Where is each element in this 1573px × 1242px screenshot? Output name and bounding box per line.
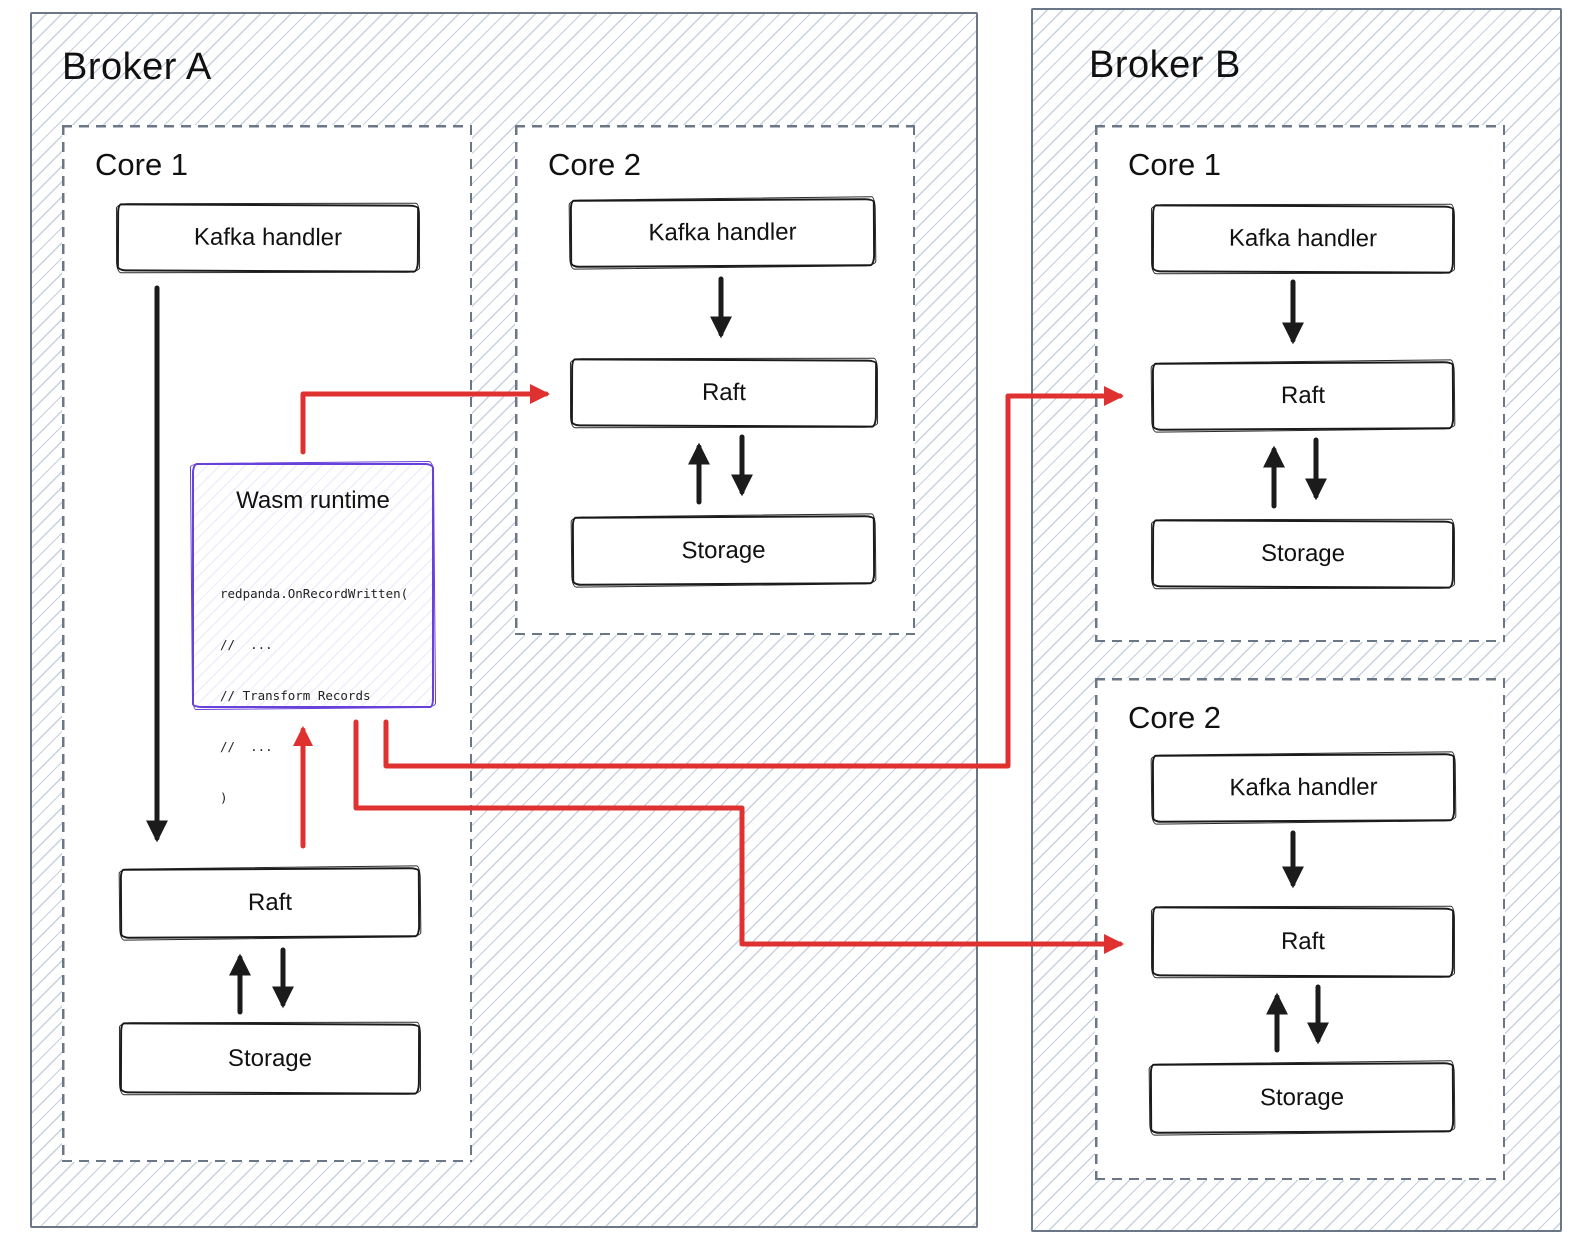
broker-a-core-1-frame: Core 1 Kafka handler Wasm runtime redpan… xyxy=(62,125,472,1162)
wasm-runtime-title: Wasm runtime xyxy=(236,487,390,514)
raft-box: Raft xyxy=(1151,906,1455,978)
storage-box: Storage xyxy=(571,515,876,586)
storage-label: Storage xyxy=(681,536,766,564)
broker-a-core-2-frame: Core 2 Kafka handler Raft Storage xyxy=(515,125,915,635)
core-title: Core 1 xyxy=(1128,147,1222,182)
wasm-code-block: redpanda.OnRecordWritten( // ... // Tran… xyxy=(220,551,408,840)
raft-label: Raft xyxy=(701,378,747,407)
storage-label: Storage xyxy=(1260,539,1346,568)
kafka-handler-box: Kafka handler xyxy=(1151,753,1456,823)
wasm-code-line: redpanda.OnRecordWritten( xyxy=(220,586,409,601)
raft-box: Raft xyxy=(119,867,421,939)
storage-label: Storage xyxy=(227,1044,313,1072)
wasm-code-line: // ... xyxy=(220,637,273,652)
kafka-handler-label: Kafka handler xyxy=(1229,773,1378,802)
wasm-code-line: // ... xyxy=(220,739,273,754)
raft-box: Raft xyxy=(570,358,878,428)
core-title: Core 2 xyxy=(1128,700,1222,735)
raft-label: Raft xyxy=(247,888,293,917)
raft-label: Raft xyxy=(1280,927,1326,956)
broker-a-frame: Broker A Core 1 Kafka handler Wasm runti… xyxy=(30,12,978,1228)
storage-box: Storage xyxy=(1149,1062,1455,1134)
broker-b-frame: Broker B Core 1 Kafka handler Raft Stora… xyxy=(1031,8,1562,1232)
broker-b-title: Broker B xyxy=(1089,44,1241,86)
storage-label: Storage xyxy=(1259,1083,1345,1112)
storage-box: Storage xyxy=(119,1022,421,1095)
broker-b-core-2-frame: Core 2 Kafka handler Raft Storage xyxy=(1095,678,1505,1180)
broker-a-title: Broker A xyxy=(62,46,212,88)
raft-box: Raft xyxy=(1151,361,1455,431)
wasm-code-line: // Transform Records xyxy=(220,688,371,703)
core-title: Core 2 xyxy=(548,147,642,182)
wasm-code-line: ) xyxy=(220,790,228,805)
core-title: Core 1 xyxy=(95,147,189,182)
kafka-handler-box: Kafka handler xyxy=(116,203,420,273)
raft-label: Raft xyxy=(1280,381,1326,410)
kafka-handler-label: Kafka handler xyxy=(1228,224,1378,253)
kafka-handler-label: Kafka handler xyxy=(648,218,797,247)
kafka-handler-box: Kafka handler xyxy=(1151,204,1455,274)
kafka-handler-label: Kafka handler xyxy=(193,223,343,252)
broker-b-core-1-frame: Core 1 Kafka handler Raft Storage xyxy=(1095,125,1505,642)
kafka-handler-box: Kafka handler xyxy=(569,198,876,268)
wasm-runtime-box: Wasm runtime redpanda.OnRecordWritten( /… xyxy=(192,463,434,805)
storage-box: Storage xyxy=(1151,519,1455,589)
